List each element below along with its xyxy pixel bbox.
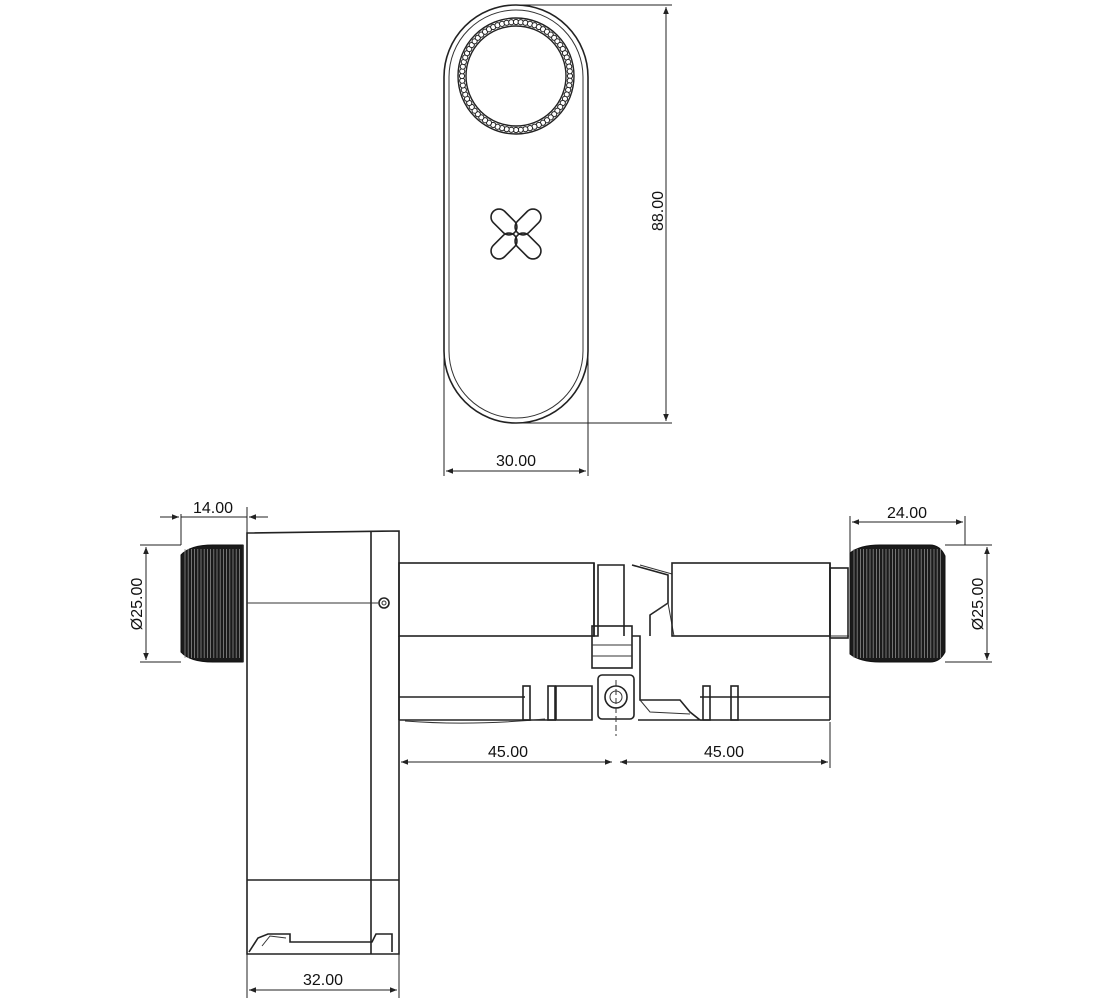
top-housing-inner xyxy=(448,9,584,419)
cylinder-body xyxy=(398,562,849,736)
dimension-cylinder: 45.00 45.00 xyxy=(398,722,831,768)
dim-label-knob-left-width: 14.00 xyxy=(193,500,233,517)
dimension-width-top: 30.00 xyxy=(443,300,589,476)
knurled-knob-icon xyxy=(849,544,946,663)
screw-icon xyxy=(597,674,635,736)
dim-label-width-top: 30.00 xyxy=(496,453,536,470)
left-housing xyxy=(246,530,400,955)
top-view: 88.00 30.00 xyxy=(443,4,672,476)
dim-label-cylinder-right: 45.00 xyxy=(704,744,744,761)
dimension-housing-width: 32.00 xyxy=(246,954,400,998)
dimension-knob-left-dia: Ø25.00 xyxy=(129,544,181,663)
dim-label-knob-right-dia: Ø25.00 xyxy=(970,578,987,631)
dim-label-height-top: 88.00 xyxy=(650,191,667,231)
dimension-knob-right-dia: Ø25.00 xyxy=(945,544,992,663)
dim-label-cylinder-left: 45.00 xyxy=(488,744,528,761)
dim-label-housing-width: 32.00 xyxy=(303,972,343,989)
dimension-knob-right-width: 24.00 xyxy=(849,505,966,553)
knurled-knob-icon xyxy=(180,544,244,663)
dim-label-knob-right-width: 24.00 xyxy=(887,505,927,522)
dimension-knob-left-width: 14.00 xyxy=(160,500,268,545)
side-view: 14.00 Ø25.00 24.00 Ø25.00 xyxy=(129,500,992,998)
dim-label-knob-left-dia: Ø25.00 xyxy=(129,578,146,631)
four-lobe-x-icon xyxy=(490,208,542,260)
dimension-height-top: 88.00 xyxy=(516,4,672,424)
knurled-ring-icon xyxy=(457,17,575,135)
